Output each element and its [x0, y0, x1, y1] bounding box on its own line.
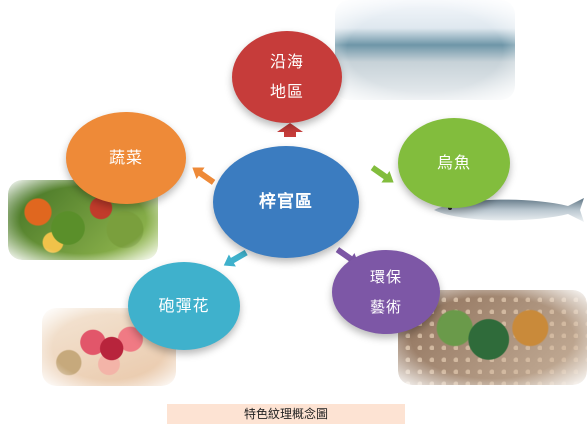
node-coast-line-1: 沿海	[269, 52, 304, 71]
node-coast-line-2: 地區	[269, 82, 304, 101]
fishing-photo	[335, 0, 515, 100]
node-mullet: 烏魚	[398, 118, 510, 208]
node-vegetables: 蔬菜	[66, 112, 186, 204]
node-vegetables-label: 蔬菜	[108, 148, 143, 167]
arrow-up-icon	[277, 123, 303, 137]
node-eco-art: 環保 藝術	[332, 250, 440, 334]
diagram-caption: 特色紋理概念圖	[167, 404, 405, 424]
node-coast: 沿海 地區	[232, 31, 342, 123]
center-node: 梓官區	[213, 146, 359, 258]
arrow-left-up-icon	[192, 167, 216, 185]
node-eco-art-line-1: 環保	[369, 268, 402, 286]
node-cannonball-flower-label: 砲彈花	[158, 296, 210, 315]
node-eco-art-line-2: 藝術	[369, 298, 402, 316]
arrow-left-down-icon	[223, 249, 248, 267]
arrow-right-up-icon	[370, 165, 394, 183]
node-cannonball-flower: 砲彈花	[128, 262, 240, 350]
node-mullet-label: 烏魚	[436, 153, 471, 172]
center-node-label: 梓官區	[259, 192, 313, 212]
